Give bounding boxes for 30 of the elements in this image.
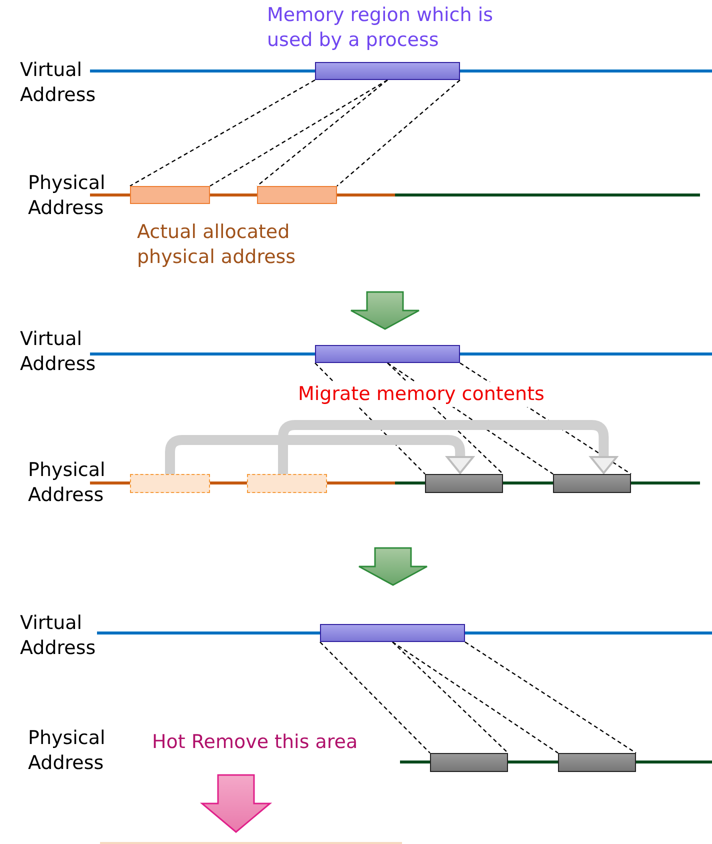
allocated-block bbox=[257, 186, 337, 204]
allocated-block bbox=[130, 186, 210, 204]
caption-text: Actual allocated physical address bbox=[137, 220, 297, 270]
mapping-line bbox=[392, 642, 558, 754]
mapping-line bbox=[392, 642, 508, 754]
axis-label: Virtual Address bbox=[20, 327, 97, 377]
axis-label: Virtual Address bbox=[20, 611, 97, 661]
memory-region-bar bbox=[320, 624, 465, 642]
migrated-block bbox=[425, 474, 503, 493]
mapping-line bbox=[210, 79, 388, 187]
memory-region-bar bbox=[315, 62, 460, 80]
migrated-block bbox=[553, 474, 631, 493]
mapping-line bbox=[464, 642, 636, 754]
mapping-line bbox=[336, 80, 460, 186]
vacated-block bbox=[130, 474, 210, 493]
migration-arrow bbox=[278, 420, 618, 474]
migrated-block bbox=[558, 753, 636, 772]
axis-label: Virtual Address bbox=[20, 58, 97, 108]
migrated-block bbox=[430, 753, 508, 772]
mapping-line bbox=[130, 79, 316, 187]
axis-label: Physical Address bbox=[28, 726, 106, 776]
vacated-block bbox=[247, 474, 327, 493]
migration-arrow bbox=[165, 435, 474, 474]
axis-label: Physical Address bbox=[28, 171, 106, 221]
mapping-line bbox=[256, 80, 388, 186]
mapping-line bbox=[320, 642, 430, 754]
memory-region-bar bbox=[315, 345, 460, 363]
caption-text: Memory region which is used by a process bbox=[267, 3, 494, 53]
caption-text: Migrate memory contents bbox=[298, 382, 544, 407]
axis-label: Physical Address bbox=[28, 458, 106, 508]
